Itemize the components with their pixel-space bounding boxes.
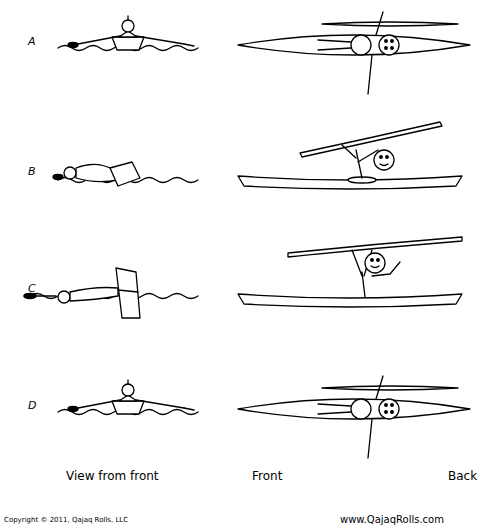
step-letter: D <box>28 400 36 412</box>
step-letter: B <box>28 166 36 178</box>
step-letter: A <box>28 36 36 48</box>
column-caption: View from front <box>66 470 159 483</box>
column-caption: Front <box>252 470 282 483</box>
column-caption: Back <box>448 470 477 483</box>
step-letter: C <box>28 283 36 295</box>
website-url: www.QajaqRolls.com <box>340 514 444 525</box>
copyright-note: Copyright © 2011, Qajaq Rolls, LLC <box>4 517 128 525</box>
